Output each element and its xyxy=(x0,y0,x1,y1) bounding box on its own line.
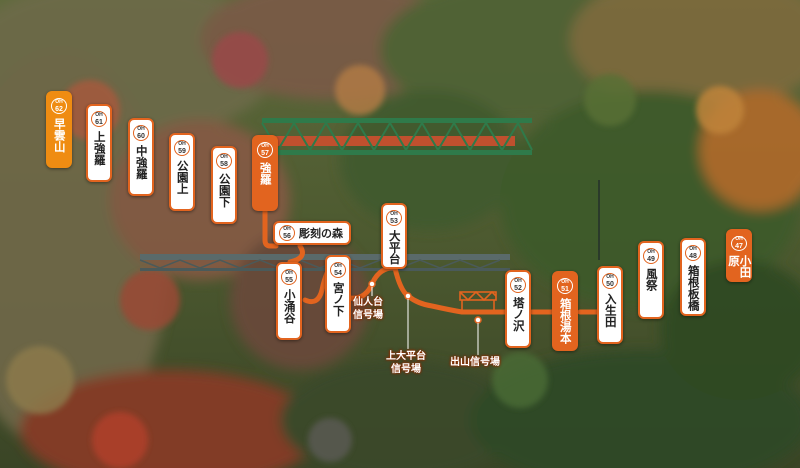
deyama-signal-marker xyxy=(474,316,482,324)
station-name: 大平台 xyxy=(387,230,402,265)
station-name: 塔ノ沢 xyxy=(511,297,526,332)
signal-sengendai-label: 仙人台 信号場 xyxy=(353,297,383,321)
station-name: 入生田 xyxy=(603,293,618,328)
sengendai-signal-marker xyxy=(368,280,376,288)
station-name: 公園上 xyxy=(175,160,190,195)
deyama-switchback xyxy=(459,290,497,312)
station-name: 箱根板橋 xyxy=(686,265,701,311)
station-name: 中強羅 xyxy=(134,145,149,180)
station-name: 小田原 xyxy=(727,255,753,278)
station-name: 公園下 xyxy=(217,173,232,208)
station-name: 宮ノ下 xyxy=(331,282,346,317)
station-name: 風祭 xyxy=(644,268,659,291)
signal-kamiohiradai-label: 上大平台 信号場 xyxy=(386,351,426,375)
station-name: 早雲山 xyxy=(52,118,67,153)
upper-bridge xyxy=(261,118,533,155)
station-name: 上強羅 xyxy=(92,131,107,166)
kamiohiradai-signal-marker xyxy=(404,292,412,300)
station-name: 彫刻の森 xyxy=(299,226,343,240)
station-name: 強羅 xyxy=(258,162,273,185)
signal-deyama-label: 出山信号場 xyxy=(450,357,500,368)
station-name: 小涌谷 xyxy=(282,289,297,324)
station-name: 箱根湯本 xyxy=(558,298,573,344)
